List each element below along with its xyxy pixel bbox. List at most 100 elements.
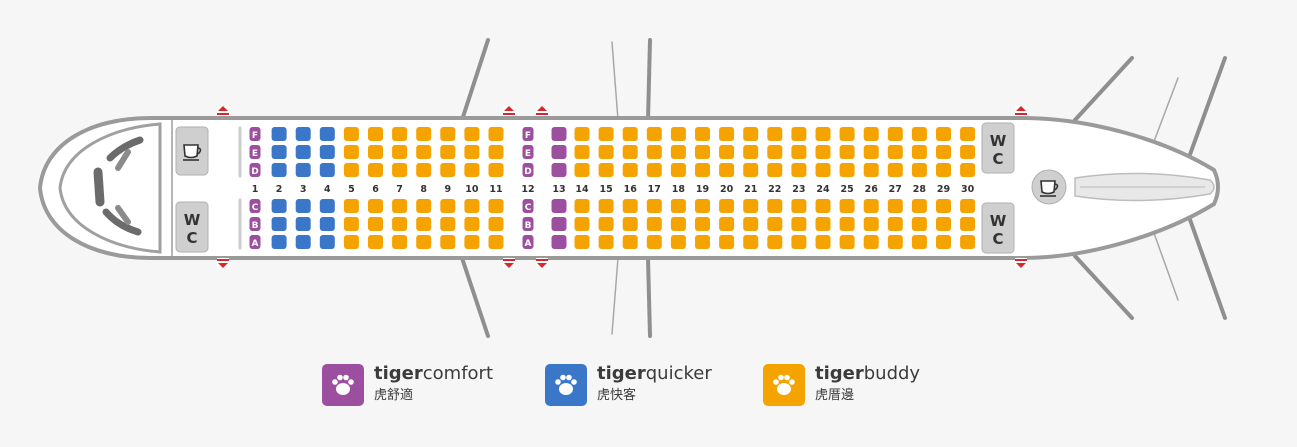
seat-14B-shape[interactable] (574, 217, 590, 231)
seat-28F-shape[interactable] (911, 127, 927, 141)
seat-1E-shape[interactable] (249, 145, 261, 159)
seat-23B-shape[interactable] (791, 217, 807, 231)
seat-3B[interactable] (295, 217, 311, 231)
seat-24D[interactable] (815, 163, 831, 177)
seat-8E[interactable] (416, 145, 432, 159)
seat-21A-shape[interactable] (743, 235, 759, 249)
seat-7D[interactable] (392, 163, 408, 177)
seat-9A[interactable] (440, 235, 456, 249)
seat-19D[interactable] (695, 163, 710, 177)
seat-27D-shape[interactable] (887, 163, 903, 177)
seat-23A[interactable] (791, 235, 807, 249)
seat-2A[interactable] (271, 235, 287, 249)
seat-13C-shape[interactable] (551, 199, 567, 213)
seat-25D[interactable] (839, 163, 855, 177)
seat-7C[interactable] (392, 199, 408, 213)
seat-25B-shape[interactable] (839, 217, 855, 231)
seat-26C-shape[interactable] (863, 199, 879, 213)
seat-23E-shape[interactable] (791, 145, 807, 159)
seat-16F[interactable] (622, 127, 638, 141)
seat-14C-shape[interactable] (574, 199, 590, 213)
seat-13B-shape[interactable] (551, 217, 567, 231)
seat-23B[interactable] (791, 217, 807, 231)
seat-10A-shape[interactable] (464, 235, 480, 249)
seat-4F[interactable] (319, 127, 335, 141)
seat-27E[interactable] (887, 145, 903, 159)
seat-5A-shape[interactable] (343, 235, 359, 249)
seat-4E-shape[interactable] (319, 145, 335, 159)
seat-12F[interactable]: F (522, 127, 534, 141)
seat-19F-shape[interactable] (695, 127, 710, 141)
seat-1D[interactable]: D (249, 163, 261, 177)
seat-11E[interactable] (488, 145, 504, 159)
seat-16E[interactable] (622, 145, 638, 159)
seat-1C-shape[interactable] (249, 199, 261, 213)
seat-12D-shape[interactable] (522, 163, 534, 177)
seat-19F[interactable] (695, 127, 710, 141)
seat-4B[interactable] (319, 217, 335, 231)
seat-18A[interactable] (670, 235, 686, 249)
seat-28D-shape[interactable] (911, 163, 927, 177)
seat-20D-shape[interactable] (719, 163, 735, 177)
seat-24C[interactable] (815, 199, 831, 213)
seat-22F-shape[interactable] (767, 127, 783, 141)
seat-29D-shape[interactable] (936, 163, 951, 177)
seat-11C-shape[interactable] (488, 199, 504, 213)
seat-20B[interactable] (719, 217, 735, 231)
seat-14B[interactable] (574, 217, 590, 231)
seat-11F[interactable] (488, 127, 504, 141)
seat-28D[interactable] (911, 163, 927, 177)
seat-30B[interactable] (960, 217, 976, 231)
seat-6A[interactable] (368, 235, 383, 249)
seat-22C-shape[interactable] (767, 199, 783, 213)
seat-8B[interactable] (416, 217, 432, 231)
seat-24F[interactable] (815, 127, 831, 141)
seat-28F[interactable] (911, 127, 927, 141)
seat-22C[interactable] (767, 199, 783, 213)
seat-14E[interactable] (574, 145, 590, 159)
seat-7F-shape[interactable] (392, 127, 408, 141)
seat-3E[interactable] (295, 145, 311, 159)
seat-21A[interactable] (743, 235, 759, 249)
seat-18F[interactable] (670, 127, 686, 141)
seat-9D[interactable] (440, 163, 456, 177)
seat-3F[interactable] (295, 127, 311, 141)
seat-19B-shape[interactable] (695, 217, 710, 231)
seat-24E[interactable] (815, 145, 831, 159)
seat-27B[interactable] (887, 217, 903, 231)
seat-20E[interactable] (719, 145, 735, 159)
seat-27F[interactable] (887, 127, 903, 141)
seat-6B-shape[interactable] (368, 217, 383, 231)
seat-16B-shape[interactable] (622, 217, 638, 231)
seat-5B-shape[interactable] (343, 217, 359, 231)
seat-24D-shape[interactable] (815, 163, 831, 177)
seat-22E-shape[interactable] (767, 145, 783, 159)
seat-2C[interactable] (271, 199, 287, 213)
seat-10B[interactable] (464, 217, 480, 231)
seat-26D-shape[interactable] (863, 163, 879, 177)
seat-11C[interactable] (488, 199, 504, 213)
seat-17E[interactable] (646, 145, 662, 159)
seat-13A-shape[interactable] (551, 235, 567, 249)
seat-1F[interactable]: F (249, 127, 261, 141)
seat-25E-shape[interactable] (839, 145, 855, 159)
seat-16E-shape[interactable] (622, 145, 638, 159)
seat-20D[interactable] (719, 163, 735, 177)
seat-14D[interactable] (574, 163, 590, 177)
seat-21D-shape[interactable] (743, 163, 759, 177)
seat-23E[interactable] (791, 145, 807, 159)
seat-17C[interactable] (646, 199, 662, 213)
seat-7E-shape[interactable] (392, 145, 408, 159)
seat-28C-shape[interactable] (911, 199, 927, 213)
seat-10D-shape[interactable] (464, 163, 480, 177)
seat-27D[interactable] (887, 163, 903, 177)
seat-9B[interactable] (440, 217, 456, 231)
seat-5C[interactable] (343, 199, 359, 213)
seat-3C[interactable] (295, 199, 311, 213)
seat-18E[interactable] (670, 145, 686, 159)
seat-6C[interactable] (368, 199, 383, 213)
seat-10D[interactable] (464, 163, 480, 177)
seat-15D-shape[interactable] (598, 163, 614, 177)
seat-22B-shape[interactable] (767, 217, 783, 231)
seat-17F-shape[interactable] (646, 127, 662, 141)
